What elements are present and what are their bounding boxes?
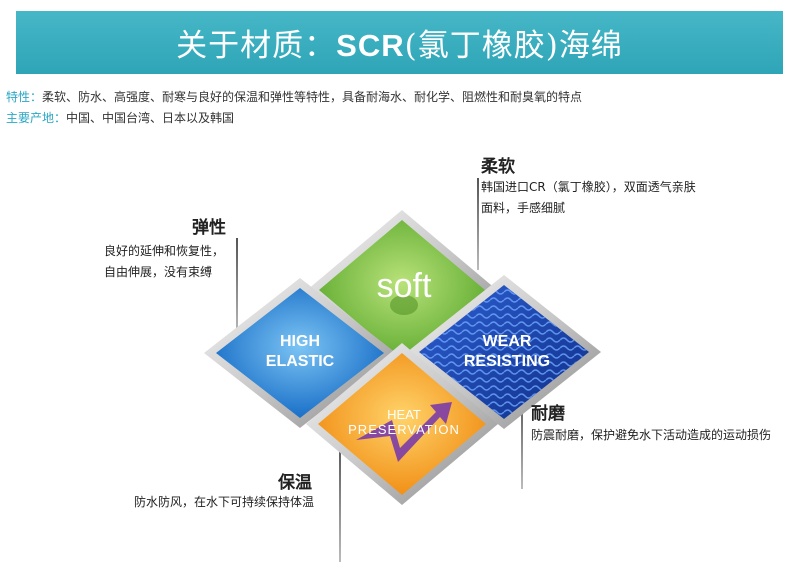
banner-title-prefix: 关于材质： (176, 28, 337, 64)
soft-description: 韩国进口CR（氯丁橡胶），双面透气亲肤 面料，手感细腻 (481, 177, 696, 219)
warm-description: 防水防风，在水下可持续保持体温 (134, 492, 314, 513)
wear-connector-line (521, 393, 523, 489)
wear-description: 防震耐磨，保护避免水下活动造成的运动损伤 (531, 425, 771, 446)
wear-label-line1: WEAR (483, 333, 532, 350)
heat-label-line2: PRESERVATION (348, 422, 460, 437)
features-label: 特性： (6, 90, 43, 104)
soft-title: 柔软 (481, 157, 515, 177)
origin-label: 主要产地： (6, 111, 67, 125)
wear-title: 耐磨 (531, 404, 565, 424)
features-line: 特性：柔软、防水、高强度、耐寒与良好的保温和弹性等特性，具备耐海水、耐化学、阻燃… (6, 88, 582, 105)
header-banner: 关于材质：SCR(氯丁橡胶)海绵 (16, 11, 783, 74)
wear-desc-line1: 防震耐磨，保护避免水下活动造成的运动损伤 (531, 428, 772, 442)
wear-label-line2: RESISTING (464, 353, 550, 370)
elastic-connector-line (236, 238, 238, 336)
heat-diamond: HEAT PRESERVATION (306, 343, 498, 505)
soft-desc-line2: 面料，手感细腻 (481, 201, 566, 215)
origin-text: 中国、中国台湾、日本以及韩国 (66, 111, 235, 125)
heat-label-line1: HEAT (387, 407, 421, 422)
soft-connector-line (477, 178, 479, 270)
soft-desc-line1: 韩国进口CR（氯丁橡胶），双面透气亲肤 (481, 180, 696, 194)
warm-desc-line1: 防水防风，在水下可持续保持体温 (134, 495, 315, 509)
heat-arrow-icon (356, 402, 452, 462)
soft-diamond-label: soft (377, 267, 432, 305)
banner-title-en: SCR (336, 28, 405, 63)
banner-title-suffix: (氯丁橡胶)海绵 (404, 28, 623, 64)
banner-title: 关于材质：SCR(氯丁橡胶)海绵 (176, 20, 623, 65)
elastic-label-line2: ELASTIC (266, 353, 335, 370)
warm-title: 保温 (278, 473, 312, 493)
wear-diamond: WEAR RESISTING (407, 275, 601, 429)
elastic-label-line1: HIGH (280, 333, 320, 350)
warm-connector-line (339, 440, 341, 562)
elastic-desc-line1: 良好的延伸和恢复性， (104, 244, 225, 258)
features-text: 柔软、防水、高强度、耐寒与良好的保温和弹性等特性，具备耐海水、耐化学、阻燃性和耐… (42, 90, 583, 104)
origin-line: 主要产地：中国、中国台湾、日本以及韩国 (6, 109, 234, 126)
elastic-desc-line2: 自由伸展，没有束缚 (104, 265, 213, 279)
elastic-title: 弹性 (192, 218, 226, 238)
elastic-description: 良好的延伸和恢复性， 自由伸展，没有束缚 (104, 241, 224, 283)
